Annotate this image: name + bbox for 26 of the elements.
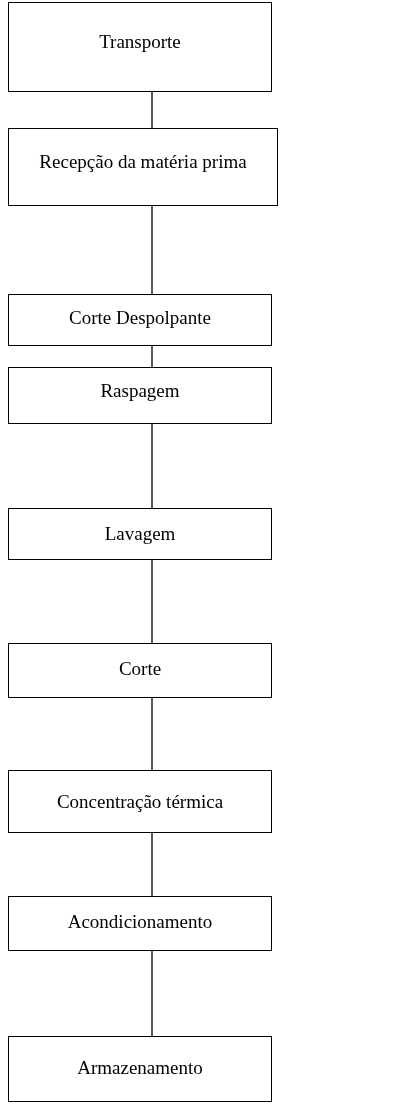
connector-line <box>151 559 153 644</box>
connector-line <box>151 345 153 368</box>
process-box <box>8 367 272 424</box>
step-label: Raspagem <box>100 380 180 402</box>
process-box <box>8 2 272 92</box>
step-label: Armazenamento <box>77 1057 203 1079</box>
process-box <box>8 770 272 833</box>
connector-line <box>151 91 153 129</box>
connector-line <box>151 950 153 1037</box>
process-box <box>8 643 272 698</box>
process-box <box>8 1036 272 1102</box>
step-label: Concentração térmica <box>56 791 224 813</box>
process-box <box>8 294 272 346</box>
step-label: Lavagem <box>104 523 176 545</box>
step-label: Recepção da matéria prima <box>39 151 247 173</box>
connector-line <box>151 205 153 295</box>
step-label: Acondicionamento <box>67 911 213 933</box>
process-box <box>8 896 272 951</box>
connector-line <box>151 697 153 771</box>
connector-line <box>151 423 153 509</box>
step-label: Corte Despolpante <box>69 307 211 329</box>
step-label: Transporte <box>99 31 181 53</box>
connector-line <box>151 832 153 897</box>
step-label: Corte <box>118 658 162 680</box>
process-box <box>8 128 278 206</box>
process-box <box>8 508 272 560</box>
